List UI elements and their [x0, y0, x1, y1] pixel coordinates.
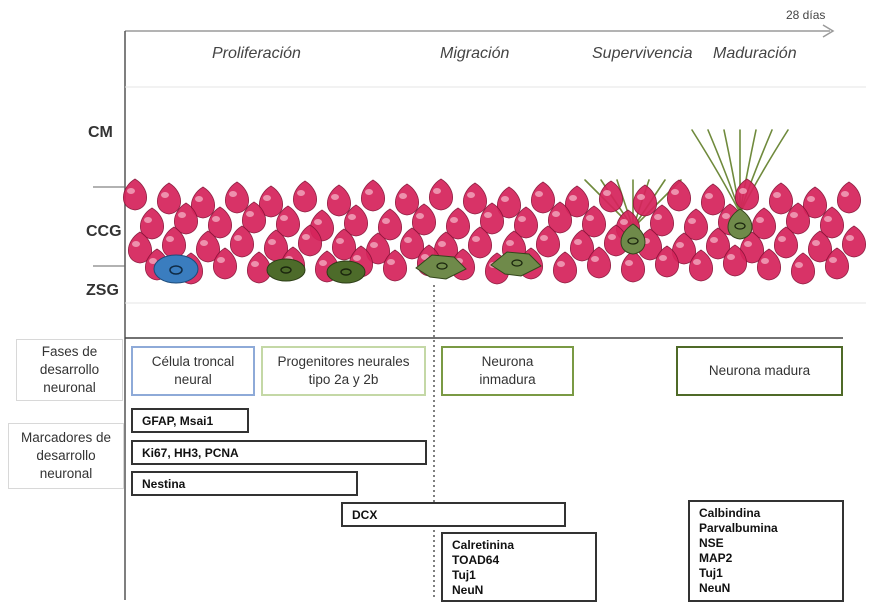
granule-cell: [123, 179, 146, 210]
granule-cell: [429, 179, 452, 210]
granule-cell: [837, 182, 860, 213]
progenitor-cell: [327, 261, 365, 283]
granule-cell: [769, 183, 792, 214]
side-label-markers: Marcadores de desarrollo neuronal: [8, 423, 124, 489]
marker-list-immature: Calretinina TOAD64 Tuj1 NeuN: [441, 532, 597, 602]
granule-cell: [293, 181, 316, 212]
phase-box-stem-cell: Célula troncal neural: [131, 346, 255, 396]
marker-bar-dcx: DCX: [341, 502, 566, 527]
granule-cell: [225, 182, 248, 213]
granule-cell: [701, 184, 724, 215]
granule-cell: [157, 183, 180, 214]
marker-mature-item: Tuj1: [699, 566, 842, 581]
marker-immature-item: Tuj1: [452, 568, 595, 583]
marker-mature-item: MAP2: [699, 551, 842, 566]
granule-cell: [667, 180, 690, 211]
granule-cell: [327, 185, 350, 216]
phase-box-immature-neuron: Neurona inmadura: [441, 346, 574, 396]
marker-mature-item: NSE: [699, 536, 842, 551]
marker-bar-nestina: Nestina: [131, 471, 358, 496]
granule-cell: [361, 180, 384, 211]
phase-box-mature-neuron: Neurona madura: [676, 346, 843, 396]
marker-immature-item: NeuN: [452, 583, 595, 598]
marker-immature-item: Calretinina: [452, 538, 595, 553]
marker-list-mature: Calbindina Parvalbumina NSE MAP2 Tuj1 Ne…: [688, 500, 844, 602]
granule-cell: [531, 182, 554, 213]
marker-mature-item: Calbindina: [699, 506, 842, 521]
stem-cell: [154, 255, 198, 283]
phase-box-progenitors: Progenitores neurales tipo 2a y 2b: [261, 346, 426, 396]
marker-immature-item: TOAD64: [452, 553, 595, 568]
granule-cell: [463, 183, 486, 214]
marker-mature-item: Parvalbumina: [699, 521, 842, 536]
marker-bar-gfap-msai1: GFAP, Msai1: [131, 408, 249, 433]
side-label-phases: Fases de desarrollo neuronal: [16, 339, 123, 401]
granule-cell: [633, 185, 656, 216]
granule-cell: [395, 184, 418, 215]
marker-mature-item: NeuN: [699, 581, 842, 596]
progenitor-cell: [267, 259, 305, 281]
granule-cell: [842, 226, 865, 257]
marker-bar-ki67-hh3-pcna: Ki67, HH3, PCNA: [131, 440, 427, 465]
